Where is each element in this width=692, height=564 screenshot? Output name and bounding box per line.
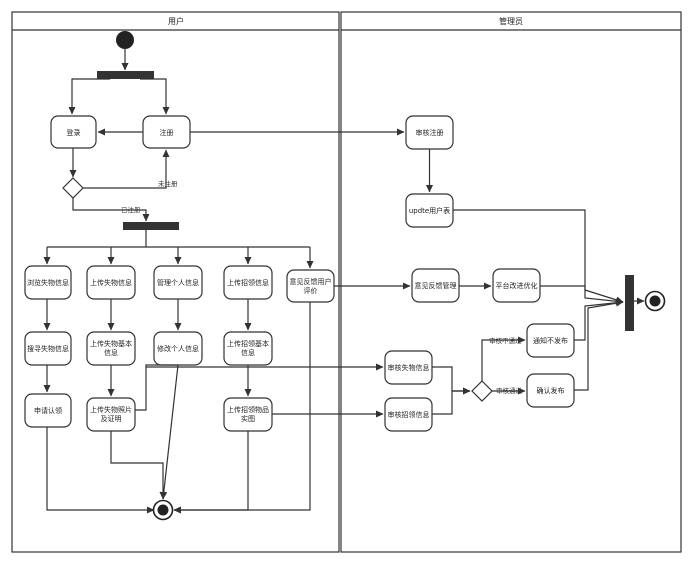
- activity-update-user-table: updte用户表: [405, 193, 454, 228]
- activity-platform-improve-label: 平台改进优化: [496, 281, 538, 290]
- user-lane: [11, 11, 340, 553]
- admin-end-node: [644, 290, 666, 312]
- guard-review-failed: 审核不通过: [489, 336, 522, 345]
- guard-registered: 已注册: [121, 205, 141, 214]
- join-bar: [625, 275, 634, 331]
- activity-browse-lost: 浏览失物信息: [24, 265, 72, 300]
- activity-lost-basic-label-1: 上传失物基本: [90, 339, 132, 348]
- activity-modify-personal-label: 修改个人信息: [157, 344, 199, 353]
- user-lane-header: 用户: [168, 16, 184, 26]
- swimlanes: 用户 管理员: [11, 11, 682, 553]
- activity-register: 注册: [142, 115, 191, 149]
- guard-not-registered: 未注册: [158, 179, 178, 188]
- activity-review-found: 审核招领信息: [384, 397, 433, 432]
- decision-review: [471, 380, 493, 402]
- activity-confirm-publish: 确认发布: [526, 373, 575, 408]
- activity-review-found-label: 审核招领信息: [388, 410, 430, 419]
- guard-review-passed: 审核通过: [496, 386, 523, 395]
- activity-apply-claim-label: 申请认领: [34, 406, 62, 415]
- activity-feedback-manage: 意见反馈管理: [411, 268, 460, 303]
- activity-confirm-publish-label: 确认发布: [537, 386, 565, 395]
- activity-search-lost: 搜寻失物信息: [24, 331, 72, 366]
- activity-lost-photo: 上传失物照片 及证明: [86, 397, 136, 432]
- activity-lost-basic: 上传失物基本 信息: [86, 331, 136, 366]
- activity-manage-personal: 管理个人信息: [153, 265, 203, 300]
- activity-review-register: 审核注册: [405, 115, 454, 150]
- activity-manage-personal-label: 管理个人信息: [157, 278, 199, 287]
- activity-found-basic: 上传招领基本 信息: [223, 331, 273, 366]
- activity-lost-photo-label-2: 及证明: [101, 415, 122, 423]
- activity-update-user-table-label: updte用户表: [409, 206, 450, 215]
- activity-lost-basic-label-2: 信息: [104, 348, 118, 357]
- activity-register-label: 注册: [160, 128, 174, 137]
- activity-login: 登录: [50, 115, 97, 149]
- activity-upload-found: 上传招领信息: [223, 265, 273, 300]
- activity-review-lost-label: 审核失物信息: [388, 363, 430, 372]
- activity-feedback-label-1: 意见反馈用户: [290, 277, 332, 286]
- activity-browse-lost-label: 浏览失物信息: [27, 278, 69, 287]
- decision-registered: [62, 177, 84, 199]
- activity-lost-photo-label-1: 上传失物照片: [90, 405, 132, 414]
- user-end-node: [152, 499, 174, 521]
- activity-feedback: 意见反馈用户 评价: [286, 269, 335, 303]
- activity-upload-lost-label: 上传失物信息: [90, 278, 132, 287]
- activity-upload-lost: 上传失物信息: [86, 265, 136, 300]
- activity-feedback-manage-label: 意见反馈管理: [415, 281, 457, 290]
- activity-found-basic-label-2: 信息: [241, 348, 255, 357]
- activity-platform-improve: 平台改进优化: [492, 268, 541, 303]
- activity-found-basic-label-1: 上传招领基本: [227, 339, 269, 348]
- start-node: [116, 31, 134, 49]
- activity-modify-personal: 修改个人信息: [153, 331, 203, 366]
- fork-bar-2: [123, 222, 179, 230]
- activity-found-photo: 上传招领物品 实图: [223, 397, 273, 432]
- activity-feedback-label-2: 评价: [304, 287, 318, 295]
- admin-lane-header: 管理员: [499, 16, 523, 26]
- fork-bar-1: [97, 71, 154, 79]
- activity-apply-claim: 申请认领: [24, 393, 72, 428]
- activity-review-lost: 审核失物信息: [384, 350, 433, 385]
- activity-review-register-label: 审核注册: [416, 128, 444, 137]
- activity-found-photo-label-1: 上传招领物品: [227, 405, 269, 414]
- activity-notify-no-publish: 通知不发布: [526, 323, 575, 358]
- admin-lane: [340, 11, 682, 553]
- activity-upload-found-label: 上传招领信息: [227, 278, 269, 287]
- activity-search-lost-label: 搜寻失物信息: [27, 344, 69, 353]
- activity-found-photo-label-2: 实图: [241, 414, 255, 423]
- activity-notify-no-publish-label: 通知不发布: [533, 336, 568, 345]
- activity-login-label: 登录: [67, 128, 81, 137]
